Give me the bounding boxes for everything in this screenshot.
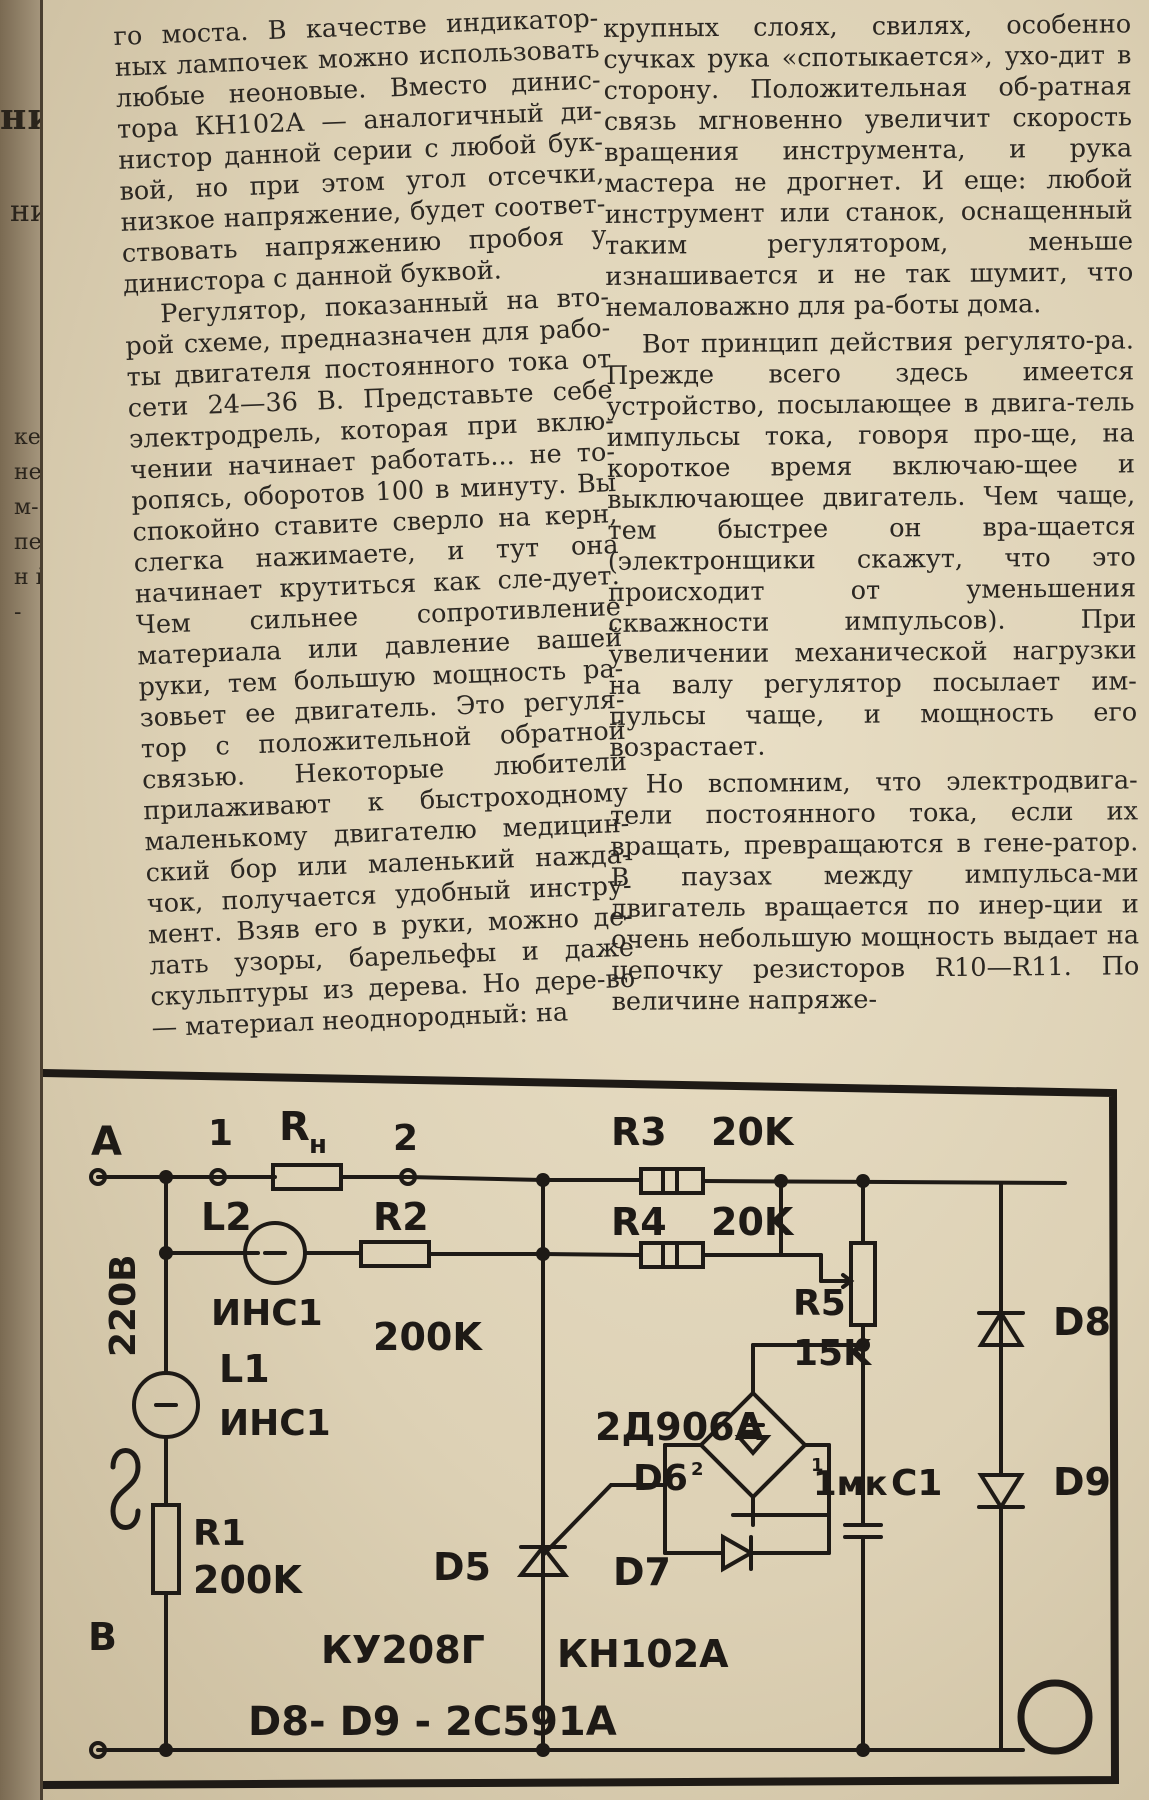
resistor-r1 [151, 1503, 181, 1595]
label-r5: R5 [793, 1283, 846, 1324]
label-d9: D9 [1053, 1460, 1111, 1504]
circuit-schematic: A 1 R н 2 R3 20K L2 R2 R4 20K ИНС1 200K … [43, 1069, 1120, 1789]
label-d8: D8 [1053, 1300, 1111, 1344]
label-rn-sub: н [309, 1130, 327, 1160]
resistor-r4 [639, 1241, 705, 1269]
round-mark [1017, 1679, 1093, 1755]
thyristor-gate [541, 1483, 667, 1557]
label-footer-zeners: D8- D9 - 2С591А [248, 1699, 617, 1745]
label-220v: 220В [103, 1254, 144, 1357]
magazine-page: го моста. В качестве индикатор-ных лампо… [40, 0, 1149, 1800]
label-r2-value: 200K [373, 1315, 483, 1359]
label-d6: D6 [633, 1458, 688, 1499]
dinistor-d7 [721, 1533, 756, 1573]
zener-d9 [977, 1473, 1025, 1511]
label-l1: L1 [219, 1347, 270, 1391]
paragraph: Регулятор, показанный на вто-рой схеме, … [124, 282, 636, 1044]
label-r5-value: 15K [793, 1333, 872, 1374]
label-c1: C1 [891, 1463, 942, 1504]
label-r3-value: 20K [711, 1110, 795, 1154]
paragraph: крупных слоях, свилях, особенно сучках р… [603, 9, 1134, 323]
paragraph: Но вспомним, что электродвига-тели посто… [609, 765, 1140, 1017]
paragraph: го моста. В качестве индикатор-ных лампо… [113, 3, 608, 300]
label-r1: R1 [193, 1513, 246, 1554]
label-l2: L2 [201, 1195, 252, 1239]
text-column-left: го моста. В качестве индикатор-ных лампо… [113, 3, 637, 1044]
label-a: A [91, 1119, 122, 1165]
label-c1-value: 1мк [813, 1464, 888, 1504]
label-node-2: 2 [393, 1118, 418, 1159]
resistor-r2 [359, 1240, 431, 1268]
thyristor-d5 [516, 1543, 570, 1577]
label-ins1-bottom: ИНС1 [219, 1403, 331, 1444]
potentiometer-r5 [849, 1241, 877, 1327]
label-r3: R3 [611, 1110, 667, 1154]
label-r4-value: 20K [711, 1200, 795, 1244]
label-node-1: 1 [208, 1113, 233, 1154]
label-ku208g: КУ208Г [321, 1628, 485, 1672]
ac-symbol [110, 1448, 141, 1530]
label-d7: D7 [613, 1550, 671, 1594]
label-pin-2: 2 [691, 1459, 704, 1480]
label-pin-1: 1 [811, 1455, 824, 1476]
label-r4: R4 [611, 1200, 667, 1244]
label-rn: R [279, 1104, 310, 1150]
label-r1-value: 200K [193, 1558, 303, 1602]
text-column-right: крупных слоях, свилях, особенно сучках р… [603, 9, 1140, 1018]
resistor-rn [271, 1163, 343, 1191]
resistor-r3 [639, 1167, 705, 1195]
label-b: B [88, 1615, 117, 1659]
label-r2: R2 [373, 1195, 429, 1239]
label-bridge-type: 2Д906А [595, 1405, 765, 1449]
schematic-frame [43, 1069, 1120, 1789]
label-kn102a: КН102А [557, 1632, 729, 1676]
label-ins1-top: ИНС1 [211, 1293, 323, 1334]
paragraph: Вот принцип действия регулято-ра. Прежде… [606, 325, 1138, 763]
label-d5: D5 [433, 1545, 491, 1589]
